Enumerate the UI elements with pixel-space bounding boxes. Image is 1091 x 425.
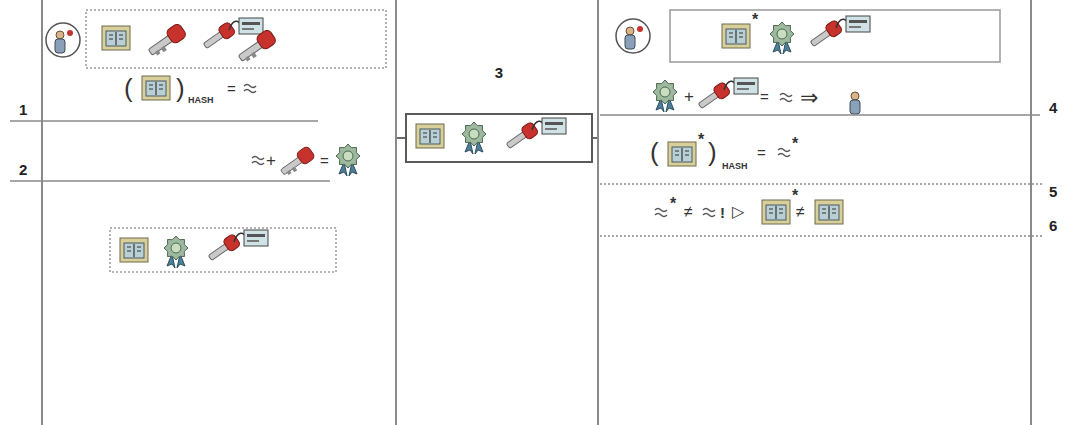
person-icon — [55, 31, 65, 53]
formula-symbol: + — [266, 152, 276, 169]
row-rule — [600, 235, 1043, 237]
group-frame — [670, 10, 1000, 62]
document-icon — [668, 142, 696, 166]
party-circle — [616, 19, 650, 53]
hash-value-icon — [244, 85, 256, 93]
row-rule — [10, 120, 318, 122]
formula-symbol: * — [698, 132, 704, 148]
formula-symbol: = — [757, 145, 766, 160]
formula-symbol: = — [320, 153, 329, 168]
formula-symbol: ( — [650, 139, 659, 165]
receiver-panel: 456 — [597, 0, 1032, 425]
private-key-icon — [235, 29, 277, 65]
formula-symbol: HASH — [722, 162, 748, 171]
step-number: 4 — [1049, 100, 1057, 115]
sender-panel: 12 — [41, 0, 397, 425]
formula-symbol: * — [792, 136, 798, 152]
document-icon — [120, 238, 148, 262]
certificate-key-icon — [504, 118, 566, 152]
formula-symbol: ( — [124, 75, 133, 101]
signature-seal-icon — [653, 80, 677, 112]
signature-seal-icon — [462, 122, 486, 154]
signature-seal-icon — [336, 144, 360, 176]
party-mark — [67, 30, 73, 36]
step-number: 1 — [19, 102, 27, 117]
formula-symbol: ) — [176, 75, 185, 101]
formula-symbol: + — [684, 88, 694, 105]
formula-symbol: = — [227, 81, 236, 96]
formula-symbol: ≠ — [796, 204, 805, 220]
certificate-key-icon — [808, 16, 870, 50]
document-icon — [722, 24, 750, 48]
formula-symbol: = — [760, 89, 769, 104]
hash-value-icon — [703, 209, 715, 217]
step-number: 5 — [1049, 184, 1057, 199]
group-frame — [86, 10, 386, 68]
formula-symbol: ) — [708, 139, 717, 165]
formula-symbol: * — [752, 12, 758, 28]
person-icon — [625, 27, 635, 49]
hash-value-icon — [252, 157, 264, 165]
certificate-key-icon — [696, 78, 758, 112]
step-number: 3 — [495, 65, 503, 80]
formula-symbol: * — [792, 188, 798, 204]
formula-symbol: ⇒ — [800, 87, 818, 109]
signature-seal-icon — [164, 236, 188, 268]
row-rule — [10, 180, 330, 182]
transfer-box: 3 — [405, 113, 593, 163]
step-number: 6 — [1049, 218, 1057, 233]
hash-value-icon — [778, 149, 790, 157]
document-icon — [102, 26, 130, 50]
row-rule — [600, 183, 1043, 185]
document-icon — [142, 76, 170, 100]
hash-value-icon — [655, 209, 667, 217]
formula-symbol: ! — [720, 205, 725, 220]
person-icon — [850, 92, 860, 114]
group-frame — [110, 228, 336, 272]
document-icon — [416, 124, 444, 148]
private-key-icon — [145, 23, 187, 59]
row-rule — [600, 114, 1040, 116]
formula-symbol: * — [670, 196, 676, 212]
hash-value-icon — [780, 94, 792, 102]
step-number: 2 — [19, 162, 27, 177]
private-key-icon — [278, 145, 316, 177]
signature-seal-icon — [770, 22, 794, 54]
formula-symbol: HASH — [188, 96, 214, 105]
certificate-key-icon — [206, 230, 268, 264]
document-icon — [762, 200, 790, 224]
formula-symbol: ≠ — [684, 204, 693, 220]
party-mark — [637, 26, 643, 32]
formula-symbol: ▷ — [732, 204, 744, 220]
document-icon — [815, 200, 843, 224]
party-circle — [46, 23, 80, 57]
